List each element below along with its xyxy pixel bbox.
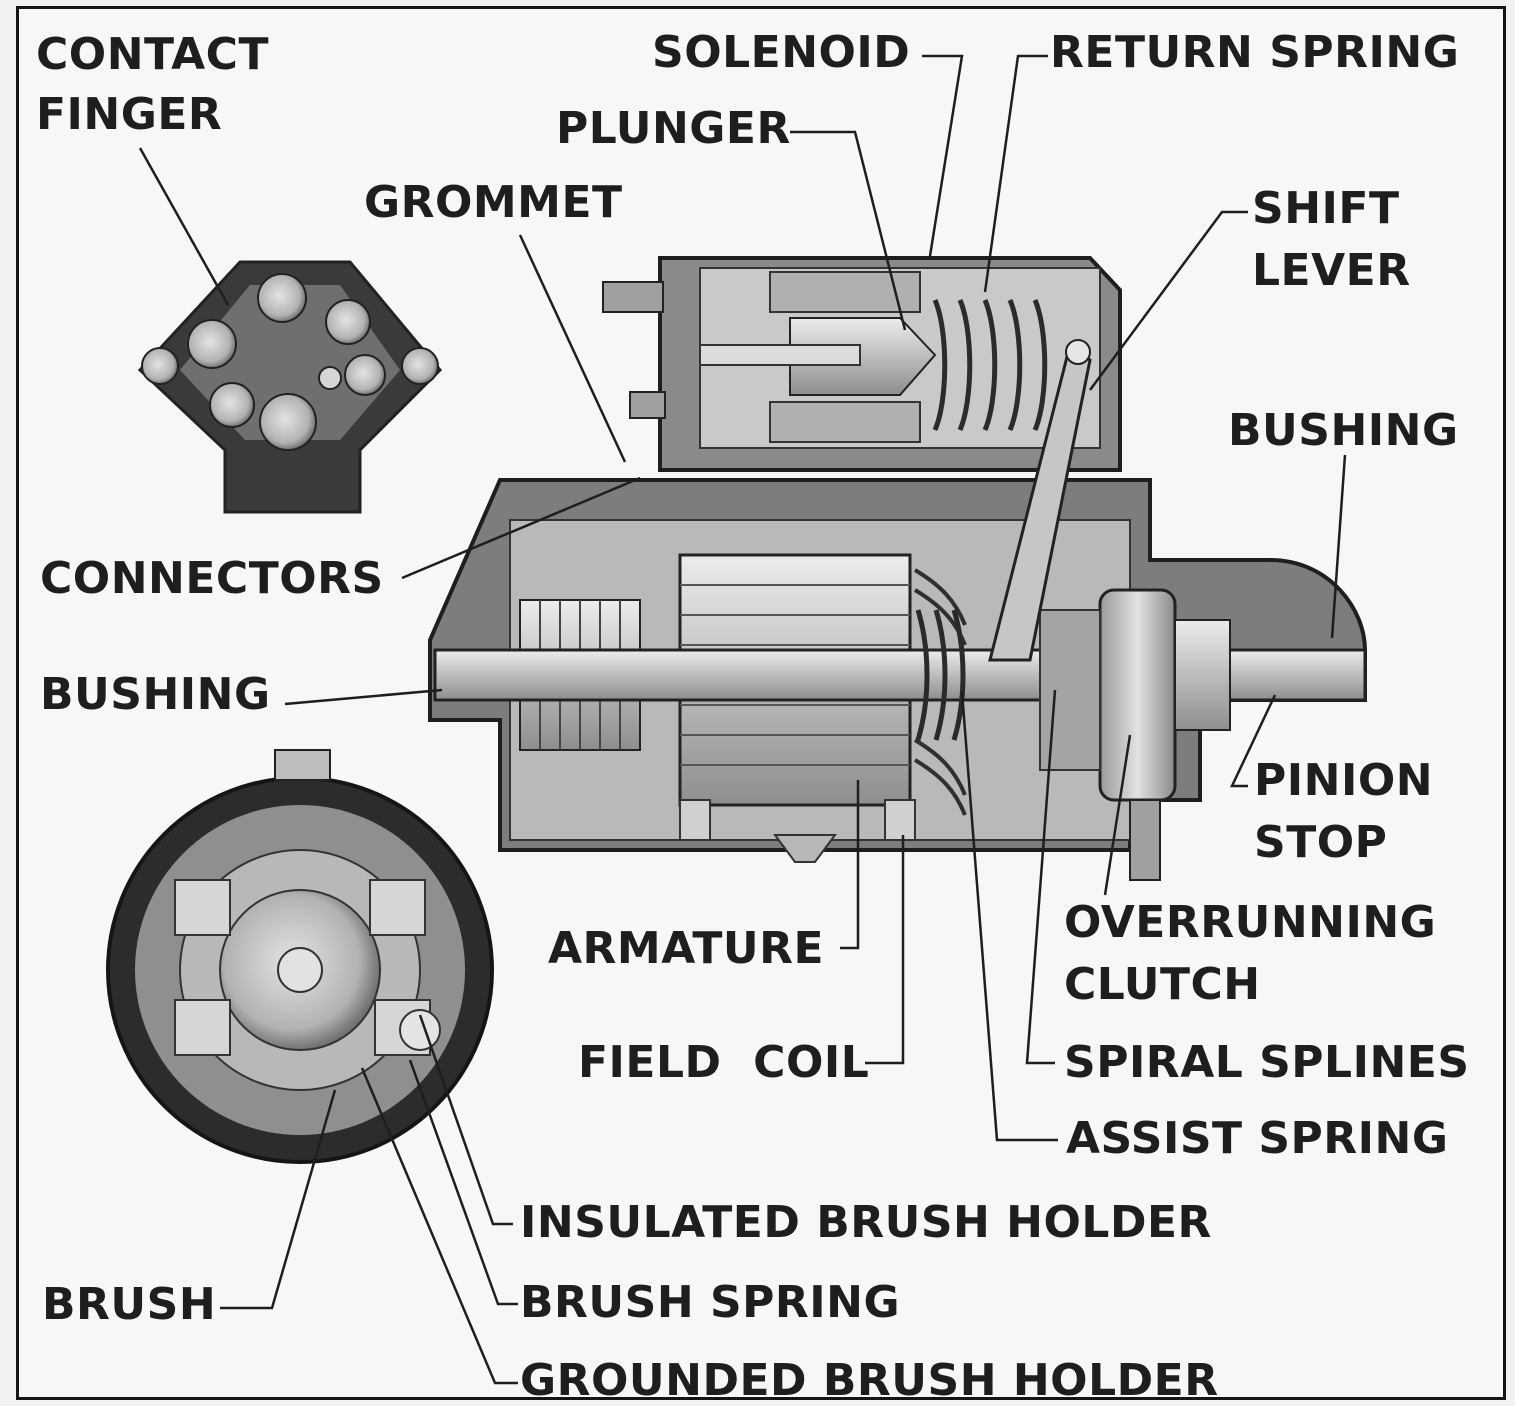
leader-contact-finger xyxy=(138,147,230,306)
leader-spiral-splines xyxy=(1025,689,1057,1065)
leader-grommet xyxy=(518,234,627,463)
label-assist-spring: ASSIST SPRING xyxy=(1066,1113,1449,1164)
leader-insulated-brush-holder xyxy=(418,1014,513,1226)
leader-bushing-right xyxy=(1330,454,1347,639)
label-solenoid: SOLENOID xyxy=(652,27,911,78)
label-shift-lever-line1: SHIFT xyxy=(1252,183,1400,234)
label-bushing-left: BUSHING xyxy=(40,669,271,720)
leader-lines xyxy=(138,54,1347,1385)
starter-cutaway xyxy=(428,256,1367,881)
label-bushing-right: BUSHING xyxy=(1228,405,1459,456)
leader-assist-spring xyxy=(960,691,1058,1142)
label-brush: BRUSH xyxy=(42,1279,217,1330)
label-plunger: PLUNGER xyxy=(556,103,791,154)
label-contact-finger-line2: FINGER xyxy=(36,89,223,140)
leader-brush xyxy=(220,1089,337,1310)
label-spiral-splines: SPIRAL SPLINES xyxy=(1064,1037,1470,1088)
brush-end-view xyxy=(106,749,494,1164)
label-grounded-brush-holder: GROUNDED BRUSH HOLDER xyxy=(520,1355,1219,1406)
leader-overrunning-clutch xyxy=(1103,734,1132,896)
label-pinion-stop-line1: PINION xyxy=(1254,755,1434,806)
label-return-spring: RETURN SPRING xyxy=(1050,27,1460,78)
label-pinion-stop-line2: STOP xyxy=(1254,817,1388,868)
leader-grounded-brush-holder xyxy=(360,1067,518,1385)
label-overrunning-clutch-line1: OVERRUNNING xyxy=(1064,897,1437,948)
leader-bushing-left xyxy=(284,688,443,706)
label-field-coil: FIELD COIL xyxy=(578,1037,870,1088)
leader-return-spring xyxy=(983,54,1048,293)
leader-connectors xyxy=(401,476,641,580)
label-insulated-brush-holder: INSULATED BRUSH HOLDER xyxy=(520,1197,1212,1248)
label-contact-finger-line1: CONTACT xyxy=(36,29,269,80)
label-shift-lever-line2: LEVER xyxy=(1252,245,1411,296)
label-armature: ARMATURE xyxy=(548,923,825,974)
leader-plunger xyxy=(790,130,907,331)
leader-solenoid xyxy=(922,54,964,257)
solenoid-terminal-view xyxy=(137,260,443,514)
leader-field-coil xyxy=(865,835,905,1065)
label-brush-spring: BRUSH SPRING xyxy=(520,1277,901,1328)
leader-pinion-stop xyxy=(1230,694,1277,788)
label-grommet: GROMMET xyxy=(364,177,623,228)
label-connectors: CONNECTORS xyxy=(40,553,384,604)
leader-brush-spring xyxy=(408,1059,518,1306)
leader-armature xyxy=(840,780,860,950)
leader-shift-lever xyxy=(1088,210,1248,391)
label-overrunning-clutch-line2: CLUTCH xyxy=(1064,959,1261,1010)
